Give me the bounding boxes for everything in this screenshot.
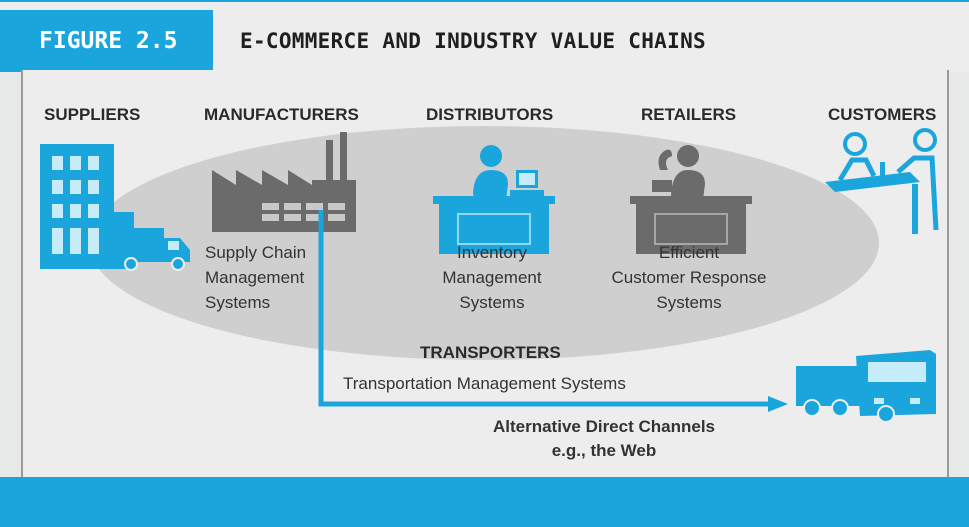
- distributor-desk-icon: [433, 145, 555, 254]
- stage-customers: CUSTOMERS: [828, 105, 936, 124]
- inventory-label-line1: Inventory: [457, 243, 527, 262]
- figure-title: E-COMMERCE AND INDUSTRY VALUE CHAINS: [240, 29, 706, 53]
- transport-truck-icon: [796, 350, 936, 423]
- stage-distributors: DISTRIBUTORS: [426, 105, 553, 124]
- transportation-systems-label: Transportation Management Systems: [343, 374, 626, 393]
- inventory-label-line2: Management: [442, 268, 542, 287]
- transporters-label: TRANSPORTERS: [420, 343, 561, 362]
- stage-suppliers: SUPPLIERS: [44, 105, 140, 124]
- stage-manufacturers: MANUFACTURERS: [204, 105, 359, 124]
- direct-channels-example: e.g., the Web: [552, 441, 657, 460]
- customers-icon: [825, 128, 939, 234]
- figure-bottom-bar: [0, 477, 969, 527]
- supplier-truck-icon: [118, 228, 190, 271]
- supply-chain-label-line3: Systems: [205, 293, 270, 312]
- inventory-label-line3: Systems: [459, 293, 524, 312]
- direct-channels-label: Alternative Direct Channels: [493, 417, 715, 436]
- figure-header: FIGURE 2.5 E-COMMERCE AND INDUSTRY VALUE…: [0, 0, 969, 72]
- supply-chain-label-line2: Management: [205, 268, 305, 287]
- figure-label: FIGURE 2.5: [0, 10, 213, 72]
- customer-response-label-line2: Customer Response: [612, 268, 767, 287]
- supply-chain-label-line1: Supply Chain: [205, 243, 306, 262]
- customer-response-label-line3: Systems: [656, 293, 721, 312]
- stage-retailers: RETAILERS: [641, 105, 736, 124]
- arrowhead-icon: [768, 396, 788, 412]
- customer-response-label-line1: Efficient: [659, 243, 719, 262]
- direct-channel-arrow-line: [318, 210, 770, 407]
- retailer-counter-icon: [630, 145, 752, 254]
